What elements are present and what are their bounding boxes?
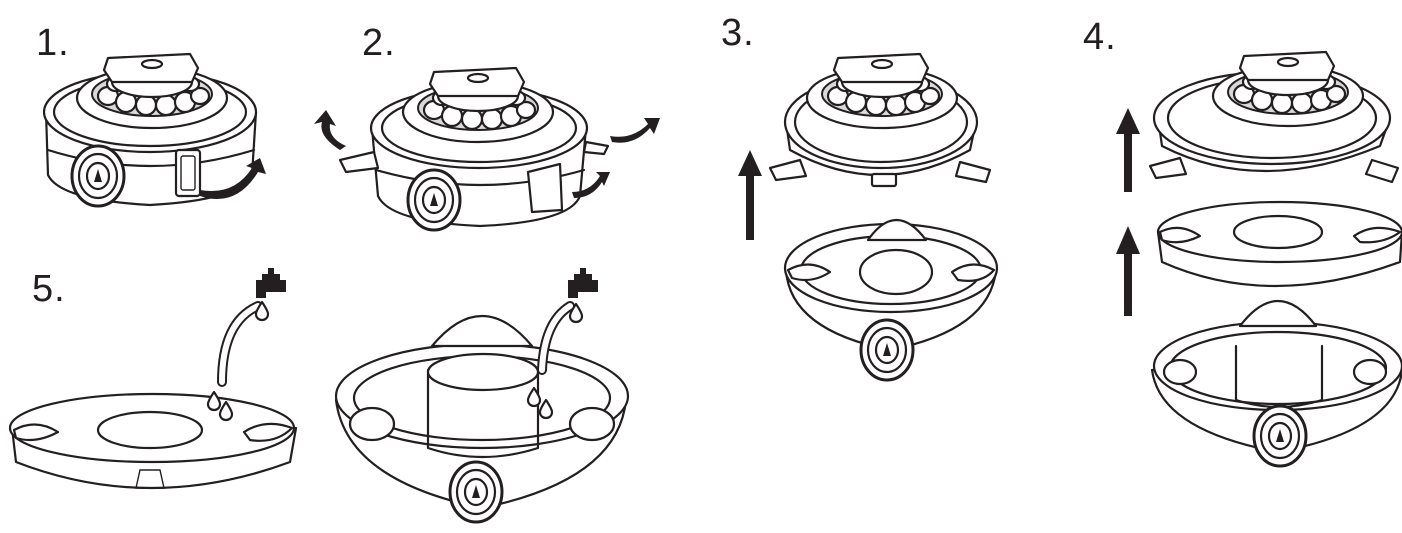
up-arrow-icon <box>738 150 762 240</box>
curved-arrow-icon <box>314 110 346 150</box>
step-5-filter-tray-icon <box>8 392 298 490</box>
water-tap-icon <box>568 268 598 298</box>
curved-arrow-icon <box>200 158 266 199</box>
step-4-filter-tray-icon <box>1156 200 1402 288</box>
water-tap-icon <box>256 268 286 298</box>
curved-arrow-icon <box>572 172 610 198</box>
step-5-label: 5. <box>32 268 66 310</box>
step-4-label: 4. <box>1083 16 1117 58</box>
step-4-filter-basket-icon <box>1150 300 1402 468</box>
step-2-robot-icon <box>338 66 610 232</box>
curved-arrow-icon <box>610 118 660 143</box>
up-arrow-icon <box>1116 226 1140 316</box>
step-2-label: 2. <box>362 22 396 64</box>
step-1-robot-icon <box>42 52 258 208</box>
step-3-label: 3. <box>721 12 755 54</box>
step-1-label: 1. <box>36 22 70 64</box>
water-drop-icon <box>206 390 222 412</box>
step-4-top-shell-icon <box>1148 50 1400 184</box>
step-3-filter-basket-icon <box>783 218 999 382</box>
up-arrow-icon <box>1116 108 1140 192</box>
step-3-top-shell-icon <box>768 52 992 188</box>
step-5-filter-basket-icon <box>334 314 630 524</box>
